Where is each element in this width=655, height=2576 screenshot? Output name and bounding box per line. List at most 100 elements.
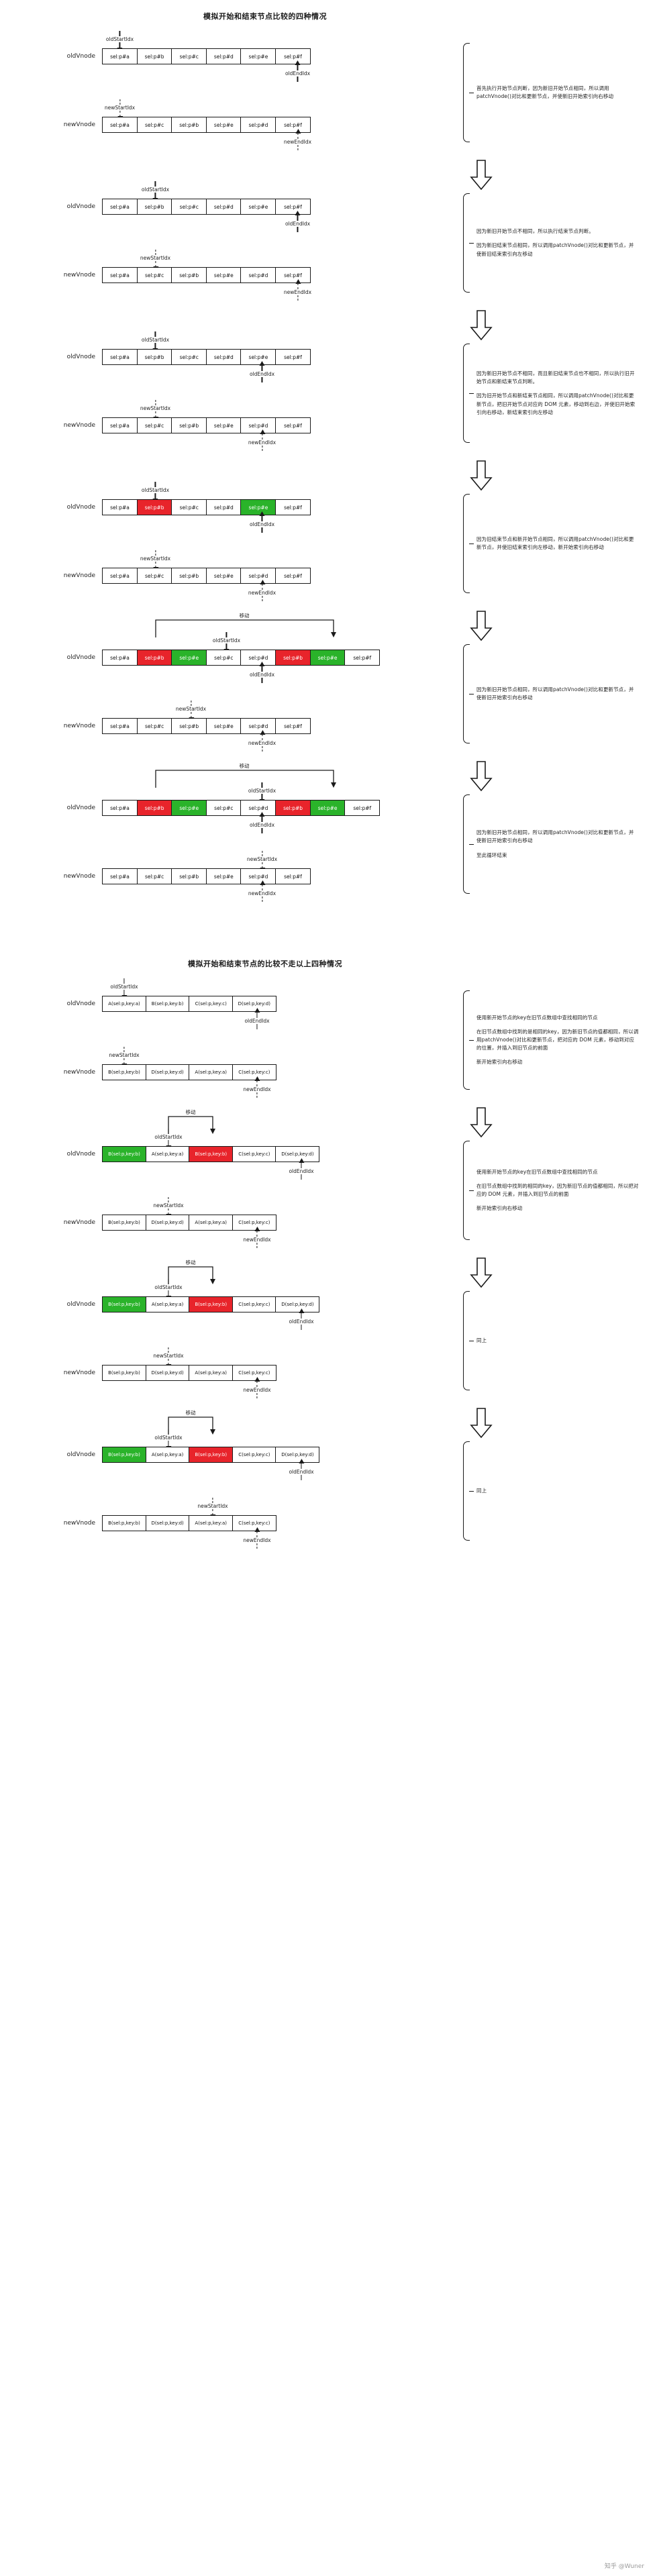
- vnode-cell[interactable]: A(sel:p,key:a): [145, 1146, 190, 1162]
- vnode-cell[interactable]: sel:p#e: [205, 417, 242, 433]
- vnode-cell[interactable]: sel:p#d: [205, 349, 242, 365]
- vnode-cell[interactable]: B(sel:p,key:b): [189, 1146, 234, 1162]
- vnode-cell[interactable]: A(sel:p,key:a): [145, 1447, 190, 1463]
- vnode-cell[interactable]: sel:p#a: [102, 349, 138, 365]
- vnode-cell[interactable]: sel:p#b: [171, 868, 207, 884]
- vnode-cell[interactable]: C(sel:p,key:c): [189, 996, 234, 1012]
- vnode-cell[interactable]: sel:p#d: [205, 199, 242, 215]
- vnode-cell[interactable]: sel:p#b: [171, 267, 207, 283]
- vnode-cell[interactable]: sel:p#c: [171, 349, 207, 365]
- vnode-cell[interactable]: sel:p#a: [102, 499, 138, 515]
- vnode-cell[interactable]: sel:p#f: [275, 718, 311, 734]
- vnode-cell[interactable]: sel:p#d: [205, 499, 242, 515]
- vnode-cell[interactable]: sel:p#c: [136, 718, 172, 734]
- vnode-cell[interactable]: sel:p#f: [344, 800, 381, 816]
- vnode-cell[interactable]: sel:p#a: [102, 650, 138, 666]
- vnode-cell[interactable]: sel:p#b: [275, 800, 311, 816]
- vnode-cell[interactable]: sel:p#b: [171, 117, 207, 133]
- vnode-cell[interactable]: sel:p#a: [102, 417, 138, 433]
- vnode-cell[interactable]: A(sel:p,key:a): [189, 1064, 234, 1080]
- vnode-cell[interactable]: sel:p#e: [205, 868, 242, 884]
- vnode-cell[interactable]: sel:p#f: [275, 499, 311, 515]
- vnode-cell[interactable]: sel:p#c: [205, 650, 242, 666]
- vnode-cell[interactable]: B(sel:p,key:b): [145, 996, 190, 1012]
- vnode-cell[interactable]: A(sel:p,key:a): [189, 1365, 234, 1381]
- vnode-cell[interactable]: sel:p#b: [136, 800, 172, 816]
- vnode-cell[interactable]: C(sel:p,key:c): [232, 1146, 276, 1162]
- vnode-cell[interactable]: D(sel:p,key:d): [275, 1146, 320, 1162]
- vnode-cell[interactable]: sel:p#f: [275, 267, 311, 283]
- vnode-cell[interactable]: sel:p#e: [240, 349, 276, 365]
- vnode-cell[interactable]: sel:p#e: [205, 568, 242, 584]
- vnode-cell[interactable]: sel:p#a: [102, 199, 138, 215]
- vnode-cell[interactable]: sel:p#b: [136, 48, 172, 64]
- vnode-cell[interactable]: sel:p#c: [136, 117, 172, 133]
- vnode-cell[interactable]: D(sel:p,key:d): [145, 1515, 190, 1531]
- vnode-cell[interactable]: B(sel:p,key:b): [102, 1146, 146, 1162]
- vnode-cell[interactable]: sel:p#c: [171, 48, 207, 64]
- vnode-cell[interactable]: sel:p#a: [102, 800, 138, 816]
- vnode-cell[interactable]: sel:p#c: [136, 568, 172, 584]
- vnode-cell[interactable]: sel:p#c: [136, 868, 172, 884]
- vnode-cell[interactable]: sel:p#e: [171, 800, 207, 816]
- vnode-cell[interactable]: sel:p#d: [240, 800, 276, 816]
- vnode-cell[interactable]: sel:p#a: [102, 117, 138, 133]
- vnode-cell[interactable]: sel:p#a: [102, 868, 138, 884]
- vnode-cell[interactable]: B(sel:p,key:b): [102, 1296, 146, 1312]
- vnode-cell[interactable]: sel:p#d: [240, 568, 276, 584]
- vnode-cell[interactable]: sel:p#f: [275, 48, 311, 64]
- vnode-cell[interactable]: sel:p#c: [136, 267, 172, 283]
- vnode-cell[interactable]: sel:p#b: [136, 349, 172, 365]
- vnode-cell[interactable]: sel:p#a: [102, 718, 138, 734]
- vnode-cell[interactable]: sel:p#d: [240, 868, 276, 884]
- vnode-cell[interactable]: B(sel:p,key:b): [189, 1296, 234, 1312]
- vnode-cell[interactable]: B(sel:p,key:b): [102, 1215, 146, 1231]
- vnode-cell[interactable]: sel:p#e: [205, 267, 242, 283]
- vnode-cell[interactable]: D(sel:p,key:d): [145, 1215, 190, 1231]
- vnode-cell[interactable]: sel:p#f: [275, 199, 311, 215]
- vnode-cell[interactable]: sel:p#c: [205, 800, 242, 816]
- vnode-cell[interactable]: A(sel:p,key:a): [189, 1515, 234, 1531]
- vnode-cell[interactable]: sel:p#d: [240, 267, 276, 283]
- vnode-cell[interactable]: A(sel:p,key:a): [102, 996, 146, 1012]
- vnode-cell[interactable]: sel:p#a: [102, 568, 138, 584]
- vnode-cell[interactable]: sel:p#e: [309, 650, 346, 666]
- vnode-cell[interactable]: sel:p#e: [240, 48, 276, 64]
- vnode-cell[interactable]: sel:p#e: [205, 117, 242, 133]
- vnode-cell[interactable]: sel:p#c: [171, 499, 207, 515]
- vnode-cell[interactable]: D(sel:p,key:d): [275, 1447, 320, 1463]
- vnode-cell[interactable]: C(sel:p,key:c): [232, 1447, 276, 1463]
- vnode-cell[interactable]: sel:p#f: [275, 349, 311, 365]
- vnode-cell[interactable]: sel:p#b: [171, 718, 207, 734]
- vnode-cell[interactable]: B(sel:p,key:b): [102, 1447, 146, 1463]
- vnode-cell[interactable]: B(sel:p,key:b): [102, 1515, 146, 1531]
- vnode-cell[interactable]: sel:p#f: [275, 117, 311, 133]
- vnode-cell[interactable]: sel:p#e: [240, 199, 276, 215]
- vnode-cell[interactable]: sel:p#b: [171, 417, 207, 433]
- vnode-cell[interactable]: B(sel:p,key:b): [102, 1365, 146, 1381]
- vnode-cell[interactable]: D(sel:p,key:d): [275, 1296, 320, 1312]
- vnode-cell[interactable]: sel:p#f: [275, 568, 311, 584]
- vnode-cell[interactable]: sel:p#c: [171, 199, 207, 215]
- vnode-cell[interactable]: A(sel:p,key:a): [145, 1296, 190, 1312]
- vnode-cell[interactable]: A(sel:p,key:a): [189, 1215, 234, 1231]
- vnode-cell[interactable]: sel:p#f: [344, 650, 381, 666]
- vnode-cell[interactable]: B(sel:p,key:b): [102, 1064, 146, 1080]
- vnode-cell[interactable]: sel:p#d: [240, 650, 276, 666]
- vnode-cell[interactable]: sel:p#b: [136, 499, 172, 515]
- vnode-cell[interactable]: sel:p#d: [240, 117, 276, 133]
- vnode-cell[interactable]: sel:p#e: [240, 499, 276, 515]
- vnode-cell[interactable]: D(sel:p,key:d): [145, 1365, 190, 1381]
- vnode-cell[interactable]: D(sel:p,key:d): [145, 1064, 190, 1080]
- vnode-cell[interactable]: sel:p#d: [240, 718, 276, 734]
- vnode-cell[interactable]: sel:p#c: [136, 417, 172, 433]
- vnode-cell[interactable]: sel:p#b: [136, 650, 172, 666]
- vnode-cell[interactable]: sel:p#d: [205, 48, 242, 64]
- vnode-cell[interactable]: sel:p#e: [205, 718, 242, 734]
- vnode-cell[interactable]: sel:p#d: [240, 417, 276, 433]
- vnode-cell[interactable]: sel:p#a: [102, 48, 138, 64]
- vnode-cell[interactable]: sel:p#f: [275, 417, 311, 433]
- vnode-cell[interactable]: B(sel:p,key:b): [189, 1447, 234, 1463]
- vnode-cell[interactable]: sel:p#e: [171, 650, 207, 666]
- vnode-cell[interactable]: sel:p#e: [309, 800, 346, 816]
